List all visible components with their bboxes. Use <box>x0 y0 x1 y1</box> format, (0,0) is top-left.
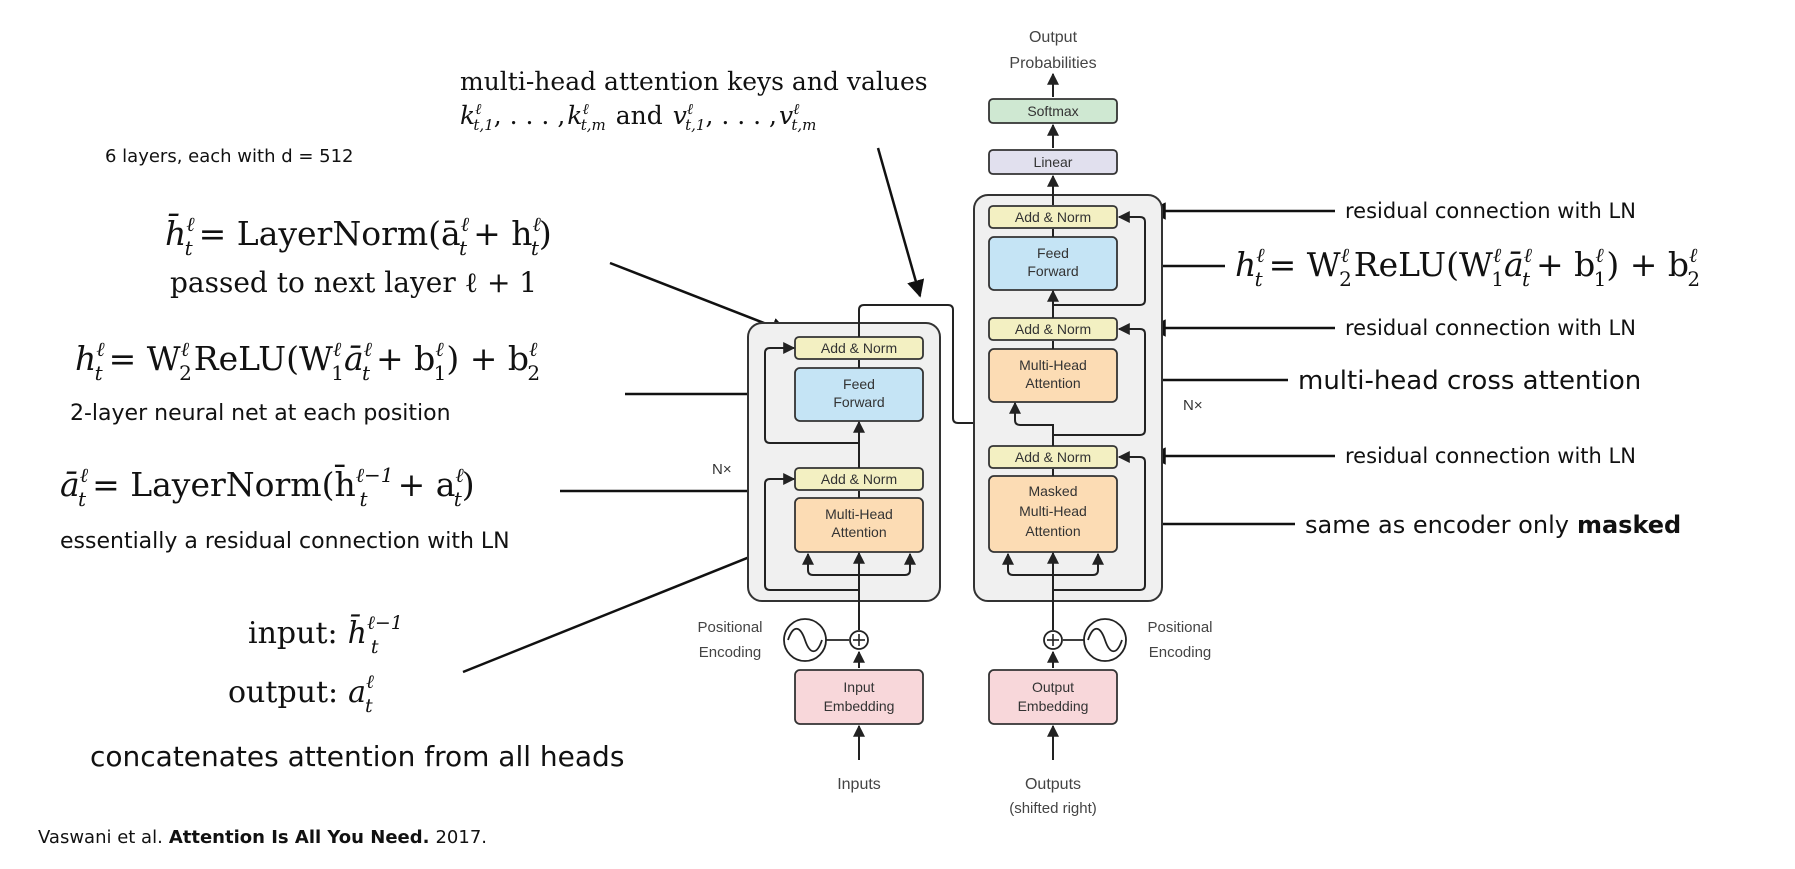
encoder-add-norm-top-label: Add & Norm <box>821 340 897 356</box>
output-probabilities-label-2: Probabilities <box>1009 55 1096 72</box>
decoder-add-norm-top-label: Add & Norm <box>1015 209 1091 225</box>
decoder-masked-label-1: Masked <box>1028 483 1077 499</box>
decoder-flow-norm-to-cross <box>1009 401 1054 446</box>
ff-description: 2-layer neural net at each position <box>70 401 451 426</box>
concat-description: concatenates attention from all heads <box>90 740 624 773</box>
decoder-masked-label-3: Attention <box>1025 523 1080 539</box>
residual-label-2: residual connection with LN <box>1345 316 1636 340</box>
decoder: N× Output Probabilities Softmax Linear A… <box>973 29 1213 817</box>
decoder-masked-branch-right <box>1053 552 1104 576</box>
decoder-add-norm-bottom-label: Add & Norm <box>1015 449 1091 465</box>
keys-values-arrow <box>876 147 925 298</box>
output-embedding-label-1: Output <box>1032 679 1074 695</box>
decoder-cross-attn-label-1: Multi-Head <box>1019 357 1087 373</box>
encoder: N× Add & Norm Feed Forward Add & Norm Mu… <box>697 304 1094 793</box>
residual-label-1: residual connection with LN <box>1345 199 1636 223</box>
residual-label-3: residual connection with LN <box>1345 444 1636 468</box>
hbar-description: passed to next layer ℓ + 1 <box>170 266 537 299</box>
encoder-mha-label-1: Multi-Head <box>825 506 893 522</box>
input-embedding-label-2: Embedding <box>824 698 895 714</box>
keys-values-title: multi-head attention keys and values <box>460 67 928 96</box>
decoder-add-norm-top <box>988 205 1118 229</box>
input-embedding <box>794 669 924 725</box>
decoder-residual-ff <box>1053 211 1146 306</box>
cross-attention-label: multi-head cross attention <box>1298 366 1641 396</box>
softmax-label: Softmax <box>1027 103 1078 119</box>
outputs-label-1: Outputs <box>1025 776 1081 793</box>
attention-io-arrow <box>462 539 789 674</box>
encoder-add-norm-bottom-label: Add & Norm <box>821 471 897 487</box>
abar-description: essentially a residual connection with L… <box>60 529 510 554</box>
input-embedding-label-1: Input <box>843 679 874 695</box>
encoder-positional-label-1: Positional <box>697 619 762 636</box>
linear-label: Linear <box>1034 154 1073 170</box>
encoder-attn-branch-right <box>859 552 916 576</box>
inputs-label: Inputs <box>837 776 881 793</box>
decoder-masked-label-2: Multi-Head <box>1019 503 1087 519</box>
decoder-positional-label-2: Encoding <box>1149 644 1212 661</box>
encoder-residual-ff <box>764 342 859 444</box>
encoder-mha-label-2: Attention <box>831 524 886 540</box>
output-embedding <box>988 669 1118 725</box>
decoder-residual-masked <box>1053 451 1146 591</box>
decoder-positional-label-1: Positional <box>1147 619 1212 636</box>
layers-note: 6 layers, each with d = 512 <box>105 146 354 167</box>
outputs-label-2: (shifted right) <box>1009 800 1097 817</box>
decoder-residual-cross <box>1053 323 1146 436</box>
output-probabilities-label-1: Output <box>1029 29 1078 46</box>
encoder-stack <box>747 322 941 602</box>
decoder-ff-label-2: Forward <box>1027 263 1078 279</box>
encoder-attn-branch-left <box>802 552 859 576</box>
linear-block <box>988 149 1118 175</box>
encoder-ff-label-1: Feed <box>843 376 875 392</box>
encoder-residual-attention <box>764 473 859 591</box>
decoder-ff-label-1: Feed <box>1037 245 1069 261</box>
encoder-positional-label-2: Encoding <box>699 644 762 661</box>
softmax-block <box>988 98 1118 124</box>
decoder-cross-attn-label-2: Attention <box>1025 375 1080 391</box>
hbar-arrow <box>609 261 789 335</box>
citation: Vaswani et al.Attention Is All You Need.… <box>38 827 487 848</box>
decoder-masked-branch-left <box>1002 552 1053 576</box>
output-embedding-label-2: Embedding <box>1018 698 1089 714</box>
decoder-nx: N× <box>1183 397 1203 414</box>
encoder-nx: N× <box>712 461 732 478</box>
decoder-add-norm-middle-label: Add & Norm <box>1015 321 1091 337</box>
encoder-ff-label-2: Forward <box>833 394 884 410</box>
